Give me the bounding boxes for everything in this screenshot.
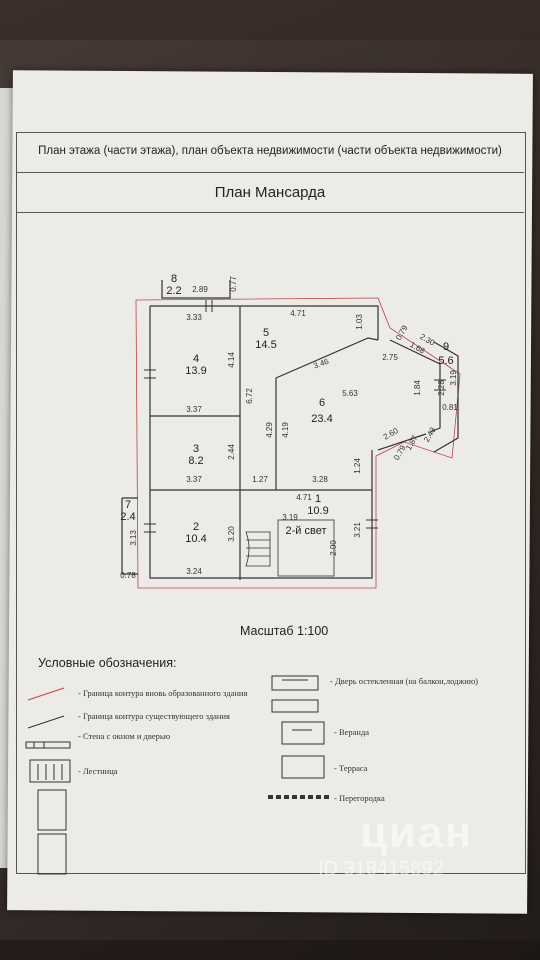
room-2-area: 10.4 xyxy=(185,533,206,545)
watermark-id: ID 318415892 xyxy=(318,858,444,880)
dim-label: 2.00 xyxy=(329,540,338,556)
dim-label: 3.24 xyxy=(186,567,202,576)
dim-label: 2.44 xyxy=(227,444,236,460)
dim-label: 2.43 xyxy=(422,425,438,443)
dim-label: 3.46 xyxy=(312,357,330,371)
dim-label: 6.72 xyxy=(245,388,254,404)
outer-contour xyxy=(135,297,461,589)
room-5-number: 5 xyxy=(263,327,269,339)
dim-label: 2.28 xyxy=(437,380,446,396)
legend-item: - Веранда xyxy=(334,727,370,737)
dim-label: 3.19 xyxy=(449,370,458,386)
legend-item: - Граница контура вновь образованного зд… xyxy=(78,688,248,698)
dim-label: 2.89 xyxy=(192,285,208,294)
legend-item: - Терраса xyxy=(334,763,368,773)
dim-label: 2.75 xyxy=(382,353,398,362)
dim-label: 4.14 xyxy=(227,352,236,368)
legend-item: - Стена с окном и дверью xyxy=(78,731,171,741)
legend-title: Условные обозначения: xyxy=(38,656,177,670)
room-7-number: 7 xyxy=(125,499,131,511)
room-1-area: 10.9 xyxy=(307,505,328,517)
dim-label: 4.71 xyxy=(290,309,306,318)
legend-symbol-stair-2 xyxy=(37,789,67,831)
dim-label: 3.33 xyxy=(186,313,202,322)
room-6-number: 6 xyxy=(319,397,325,409)
dim-label: 0.81 xyxy=(442,403,458,412)
document-frame xyxy=(16,132,526,874)
dim-label: 3.20 xyxy=(227,526,236,542)
legend-symbol-existing-contour xyxy=(27,715,65,729)
legend-symbol-terrace xyxy=(281,755,325,779)
room-8-area: 2.2 xyxy=(166,285,181,297)
dim-label: 3.21 xyxy=(353,522,362,538)
dim-label: 0.79 xyxy=(394,323,410,341)
balcony-top-left xyxy=(161,280,231,299)
legend-symbol-glass-door-2 xyxy=(271,699,319,713)
dim-label: 4.19 xyxy=(281,422,290,438)
dim-label: 1.84 xyxy=(413,380,422,396)
outer-wall-left-bay xyxy=(121,497,138,575)
dim-label: 4.29 xyxy=(265,422,274,438)
dim-label: 4.71 xyxy=(296,493,312,502)
room-2-number: 2 xyxy=(193,521,199,533)
legend-symbol-veranda xyxy=(281,721,325,745)
dim-label: 3.37 xyxy=(186,475,202,484)
dim-label: 1.27 xyxy=(252,475,268,484)
second-light-void xyxy=(277,519,335,577)
dim-label: 1.24 xyxy=(353,458,362,474)
room-4-area: 13.9 xyxy=(185,365,206,377)
room-4-number: 4 xyxy=(193,353,199,365)
plan-title: План Мансарда xyxy=(214,184,326,201)
room-9-area: 5.6 xyxy=(438,355,453,367)
dim-label: 3.13 xyxy=(129,530,138,546)
legend-item: - Перегородка xyxy=(334,793,385,803)
legend-item: - Граница контура существующего здания xyxy=(78,711,230,721)
legend-symbol-stair xyxy=(29,759,71,783)
dim-label: 3.28 xyxy=(312,475,328,484)
legend-symbol-new-contour xyxy=(27,687,65,701)
watermark-brand: циан xyxy=(360,808,474,857)
document-subtitle: План этажа (части этажа), план объекта н… xyxy=(38,145,502,157)
header-divider xyxy=(16,172,524,173)
room-6-area: 23.4 xyxy=(311,413,332,425)
legend-symbol-stair-3 xyxy=(37,833,67,875)
scale-label: Масштаб 1:100 xyxy=(240,624,329,638)
room-1-number: 1 xyxy=(315,493,321,505)
legend-item: - Лестница xyxy=(78,766,118,776)
title-divider xyxy=(16,212,524,213)
second-light-label: 2-й свет xyxy=(286,525,327,537)
balcony-right xyxy=(433,341,459,453)
dim-label: 1.03 xyxy=(355,314,364,330)
dim-label: 2.60 xyxy=(382,426,400,442)
room-3-number: 3 xyxy=(193,443,199,455)
dim-label: 3.19 xyxy=(282,513,298,522)
room-9-number: 9 xyxy=(443,341,449,353)
dim-label: 0.77 xyxy=(229,276,238,292)
legend-symbol-wall xyxy=(25,741,71,749)
legend-symbol-glass-door xyxy=(271,675,319,691)
room-3-area: 8.2 xyxy=(188,455,203,467)
room-8-number: 8 xyxy=(171,273,177,285)
dim-label: 0.78 xyxy=(120,571,136,580)
walls xyxy=(149,305,441,580)
dim-label: 3.37 xyxy=(186,405,202,414)
room-7-area: 2.4 xyxy=(120,511,135,523)
dim-label: 5.63 xyxy=(342,389,358,398)
room-5-area: 14.5 xyxy=(255,339,276,351)
legend-item: - Дверь остекленная (на балкон,лоджию) xyxy=(330,676,478,686)
staircase xyxy=(245,531,271,567)
